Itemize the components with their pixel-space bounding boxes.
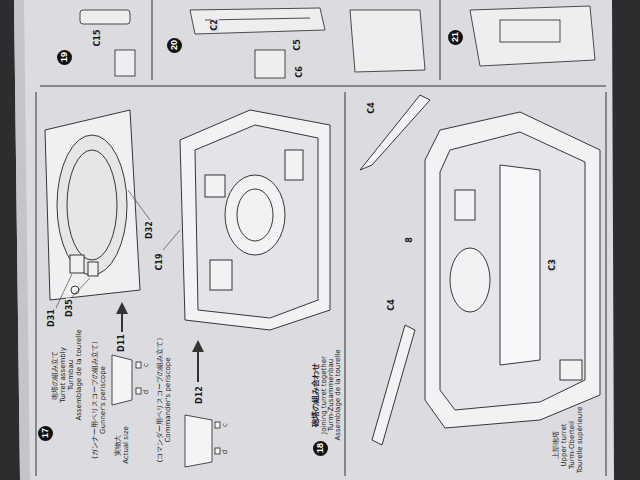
step-number-text: 20	[170, 40, 179, 50]
instruction-text: Turmbau	[68, 359, 75, 391]
turret-ring	[45, 110, 140, 300]
step-number: 18	[313, 441, 328, 456]
part-label: C4	[368, 101, 376, 114]
part-label: D31	[48, 308, 56, 328]
instruction-text: Gunner's periscope	[100, 365, 107, 435]
instruction-text: 砲塔の組み立て	[52, 350, 59, 401]
step-number: 20	[167, 38, 182, 53]
step-number-text: 21	[451, 32, 460, 42]
part-label: C6	[296, 65, 304, 78]
instruction-text: d	[143, 389, 150, 395]
page-shadow	[14, 0, 30, 480]
part-label: D32	[146, 220, 154, 240]
part-label: D12	[196, 385, 204, 405]
top-parts	[80, 6, 595, 78]
instruction-text: Assemblage de la tourelle	[76, 329, 83, 422]
part-label: C5	[294, 38, 302, 51]
step-number-text: 19	[60, 52, 69, 62]
upper-turret-c19	[180, 110, 330, 330]
part-label: C2	[211, 18, 219, 31]
part-label: D35	[66, 298, 74, 318]
instruction-text: Upper turret	[561, 422, 568, 467]
part-label: 8	[406, 236, 414, 244]
instruction-text: c	[143, 362, 150, 368]
step-number: 19	[57, 50, 72, 65]
part-label: D11	[118, 333, 126, 353]
instruction-text: Actual size	[123, 425, 130, 465]
instruction-text: 上部砲塔	[553, 430, 560, 460]
step-number: 21	[448, 30, 463, 45]
instruction-text: Turret assembly	[60, 346, 67, 404]
instruction-text: c	[222, 422, 229, 428]
instruction-text: 実物大	[115, 434, 122, 457]
periscope-parts	[112, 355, 220, 467]
panel-borders	[36, 0, 606, 476]
instruction-text: Joining turret together	[321, 355, 328, 435]
step-number-text: 18	[316, 443, 325, 453]
part-label: C4	[388, 298, 396, 311]
instruction-text: Commander's periscope	[165, 356, 172, 443]
instruction-text: Turm-Zusammenbau	[328, 358, 335, 432]
instruction-text: d	[222, 449, 229, 455]
instruction-text: Assemblage de la tourelle	[335, 349, 342, 442]
part-label: C15	[94, 28, 102, 47]
step-number-text: 17	[41, 428, 50, 438]
turret-assembly	[360, 95, 600, 445]
part-label: C19	[156, 252, 164, 271]
part-label: 砲塔の組み合わせ	[312, 362, 320, 428]
instruction-text: (コマンダー用ペリスコープの組み立て)	[157, 337, 164, 463]
step-number: 17	[38, 426, 53, 441]
instruction-text: Turm-Oberteil	[569, 420, 576, 470]
paper-page	[14, 0, 614, 480]
instruction-text: (ガンナー用ペリスコープの組み立て)	[92, 340, 99, 459]
part-label: C3	[549, 258, 557, 271]
instruction-text: Tourelle supérieure	[577, 406, 584, 475]
